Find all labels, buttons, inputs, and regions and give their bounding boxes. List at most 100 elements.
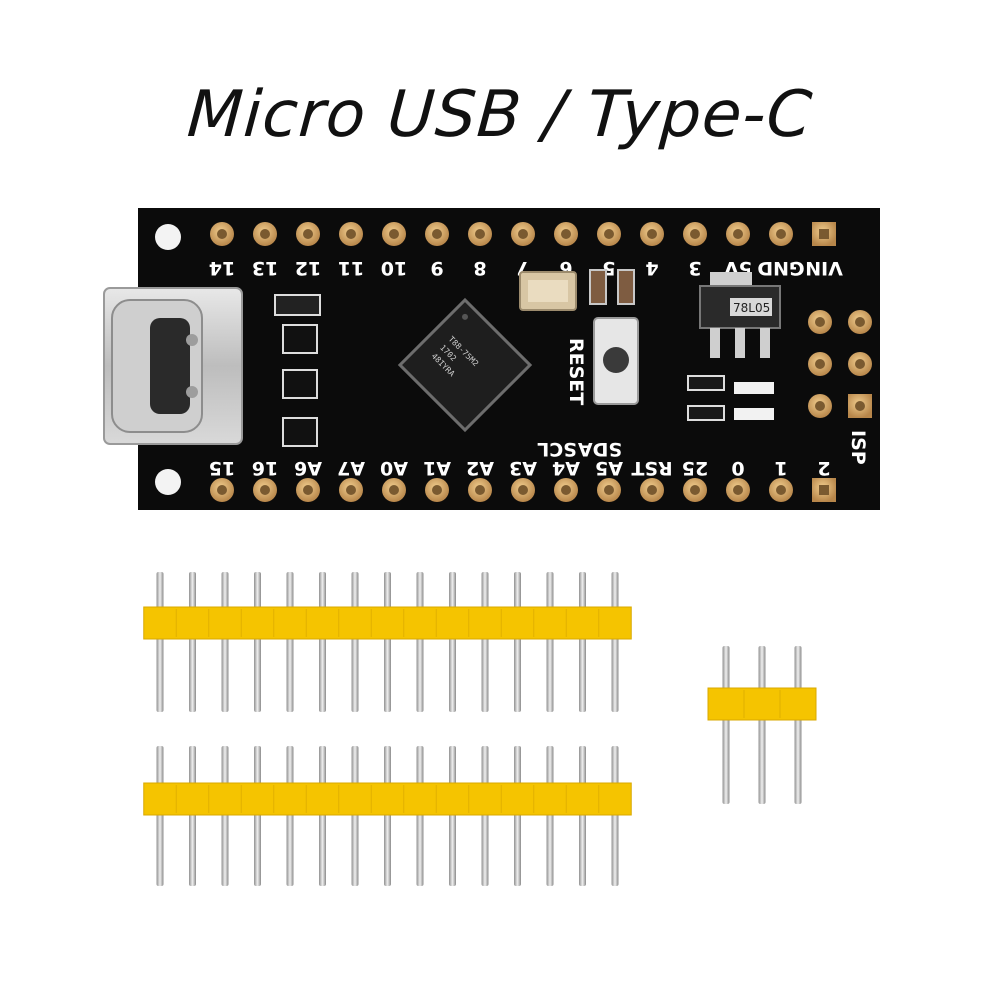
reset-button bbox=[593, 317, 639, 405]
header-pin bbox=[319, 572, 326, 712]
pin-label-top: 3 bbox=[688, 257, 701, 279]
header-pin bbox=[514, 746, 521, 886]
pad-hole bbox=[217, 485, 227, 495]
pin-label-top: 11 bbox=[338, 257, 364, 279]
pad-hole bbox=[561, 485, 571, 495]
usb-c-connector bbox=[103, 287, 243, 445]
header-pin bbox=[416, 746, 424, 886]
pad-hole bbox=[389, 229, 399, 239]
header-pin bbox=[449, 572, 456, 712]
header-pin bbox=[286, 572, 294, 712]
header-pin bbox=[611, 572, 619, 712]
pad-hole bbox=[518, 229, 528, 239]
header-pin bbox=[722, 646, 730, 804]
pin-label-bottom: A5 bbox=[595, 457, 623, 479]
header-pin bbox=[416, 572, 424, 712]
isp-label: ISP bbox=[847, 430, 869, 465]
header-pin bbox=[546, 746, 554, 886]
pin-label-bottom: 0 bbox=[731, 457, 744, 479]
mounting-hole-top bbox=[155, 224, 181, 250]
pad-hole bbox=[303, 229, 313, 239]
header-strip-15-pin-lower bbox=[143, 746, 632, 886]
pin-label-top: GND bbox=[757, 257, 804, 279]
pad-hole bbox=[647, 229, 657, 239]
pad-hole bbox=[690, 229, 700, 239]
pad-hole bbox=[819, 229, 829, 239]
header-pin bbox=[189, 572, 196, 712]
pad-hole bbox=[260, 485, 270, 495]
pad-hole bbox=[690, 485, 700, 495]
pad-hole bbox=[733, 229, 743, 239]
pad-hole bbox=[815, 317, 825, 327]
pad-hole bbox=[432, 229, 442, 239]
header-pin bbox=[449, 746, 456, 886]
pin-label-top: 8 bbox=[473, 257, 486, 279]
header-pin bbox=[221, 746, 229, 886]
pad-hole bbox=[815, 401, 825, 411]
pin-label-bottom: A0 bbox=[380, 457, 408, 479]
pad-hole bbox=[604, 485, 614, 495]
pad-hole bbox=[776, 485, 786, 495]
pin-label-bottom: 1 bbox=[774, 457, 787, 479]
pad-hole bbox=[389, 485, 399, 495]
header-pin bbox=[351, 746, 359, 886]
pin-label-bottom: 16 bbox=[252, 457, 278, 479]
header-pin bbox=[546, 572, 554, 712]
header-strip-15-pin-upper bbox=[143, 572, 632, 712]
pin-label-top: 9 bbox=[430, 257, 443, 279]
pad-hole bbox=[855, 401, 865, 411]
pin-label-top: VIN bbox=[805, 257, 843, 279]
header-pin bbox=[758, 646, 766, 804]
header-pin bbox=[481, 746, 489, 886]
pin-label-top: 13 bbox=[252, 257, 278, 279]
crystal-oscillator bbox=[519, 271, 577, 311]
header-pin bbox=[286, 746, 294, 886]
pad-hole bbox=[855, 317, 865, 327]
pin-label-bottom: RST bbox=[631, 457, 672, 479]
pad-hole bbox=[604, 229, 614, 239]
header-plastic bbox=[143, 782, 632, 816]
header-pin bbox=[351, 572, 359, 712]
pin-label-bottom: A4 bbox=[552, 457, 580, 479]
pin-label-top: 10 bbox=[381, 257, 407, 279]
pad-hole bbox=[432, 485, 442, 495]
pad-hole bbox=[303, 485, 313, 495]
pad-hole bbox=[475, 485, 485, 495]
header-pin bbox=[481, 572, 489, 712]
header-plastic bbox=[143, 606, 632, 640]
pin-label-top: 14 bbox=[209, 257, 235, 279]
pad-hole bbox=[217, 229, 227, 239]
pin-label-bottom: A1 bbox=[423, 457, 451, 479]
header-pin bbox=[254, 746, 261, 886]
isp-header bbox=[808, 310, 872, 418]
pad-hole bbox=[475, 229, 485, 239]
header-pin bbox=[254, 572, 261, 712]
pin-label-bottom: A2 bbox=[466, 457, 494, 479]
voltage-regulator bbox=[699, 272, 781, 358]
pin-label-bottom: A7 bbox=[337, 457, 365, 479]
microcontroller-chip: T88-75M2 1702 48IYRA bbox=[397, 297, 533, 433]
pin-label-bottom: A3 bbox=[509, 457, 537, 479]
header-pin bbox=[579, 746, 586, 886]
pad-hole bbox=[855, 359, 865, 369]
scl-label: SCL bbox=[537, 438, 577, 460]
header-pin bbox=[189, 746, 196, 886]
sda-label: SDA bbox=[578, 438, 622, 460]
pad-hole bbox=[776, 229, 786, 239]
header-plastic bbox=[707, 687, 817, 721]
pad-hole bbox=[733, 485, 743, 495]
header-pin bbox=[579, 572, 586, 712]
regulator-marking: 78L05 bbox=[733, 301, 770, 315]
pin-label-bottom: A6 bbox=[294, 457, 322, 479]
pin-label-bottom: 2 bbox=[817, 457, 830, 479]
pad-hole bbox=[819, 485, 829, 495]
header-pin bbox=[221, 572, 229, 712]
header-strip-3-pin bbox=[707, 646, 817, 804]
header-pin bbox=[384, 572, 391, 712]
header-pin bbox=[156, 572, 164, 712]
pin-label-top: 12 bbox=[295, 257, 321, 279]
header-pin bbox=[514, 572, 521, 712]
